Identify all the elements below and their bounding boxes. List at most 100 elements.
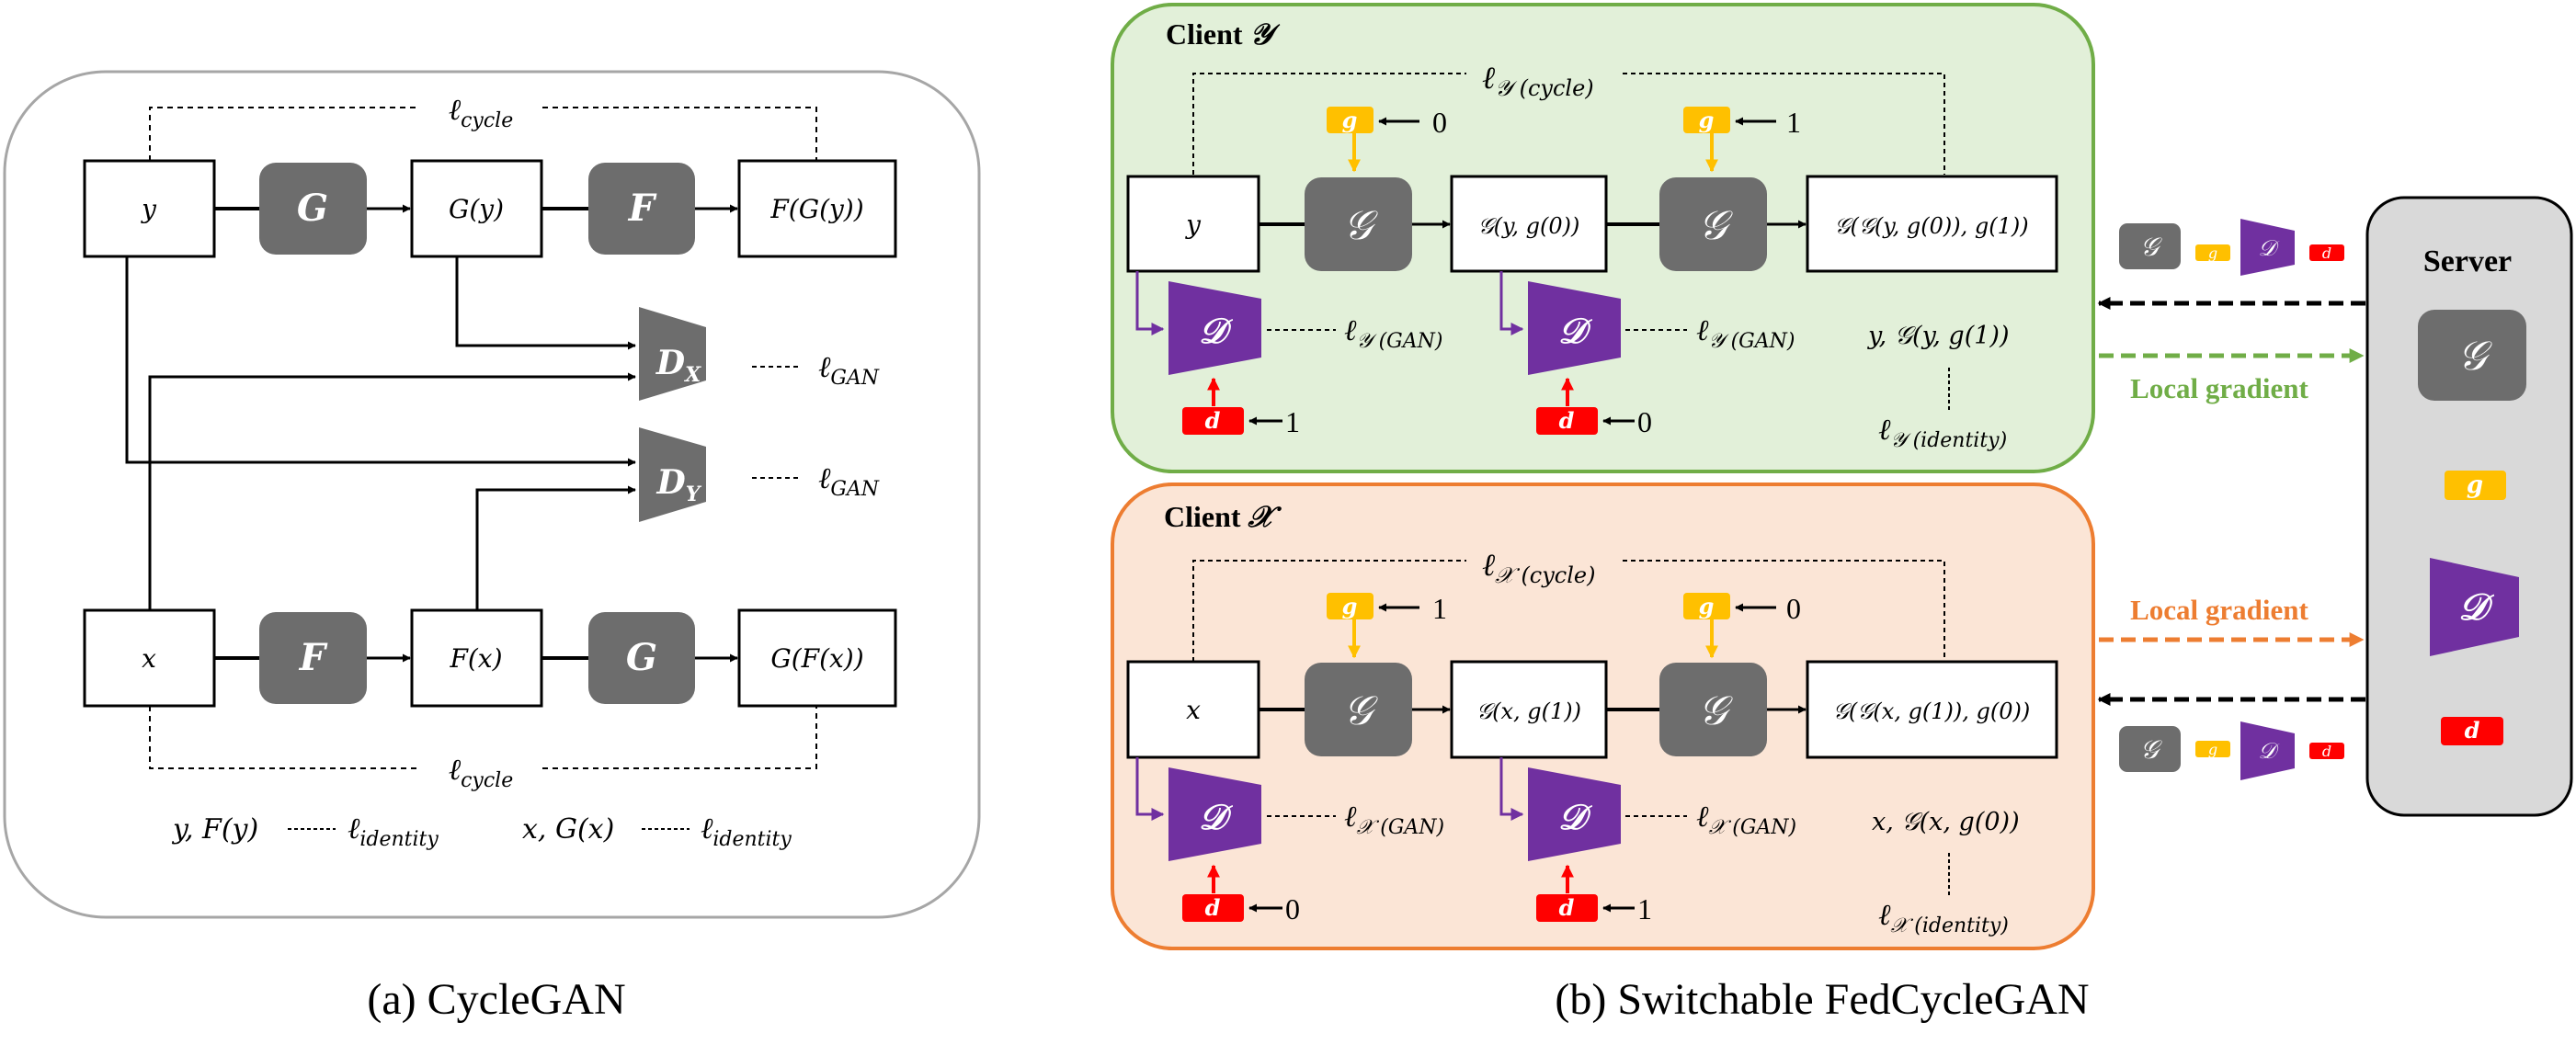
generator-G-bottom-label: G (626, 636, 657, 679)
edge-Fx-DY (475, 485, 636, 610)
discriminator-DY-label: DY (656, 463, 702, 506)
identity-y-loss: ℓidentity (348, 811, 439, 851)
client-x-d-value-2: 1 (1637, 892, 1652, 925)
client-x-g-token-2-label: g (1699, 593, 1715, 619)
caption-a: (a) CycleGAN (367, 975, 625, 1024)
client-x-gan-loss-2: ℓ𝒳 (GAN) (1696, 799, 1796, 839)
bundle-top-g-label: g (2208, 244, 2217, 262)
server-disc (2430, 558, 2519, 656)
caption-b: (b) Switchable FedCycleGAN (1555, 975, 2089, 1024)
client-x-d-token-1 (1182, 894, 1244, 922)
generator-F-top-label: F (628, 187, 657, 230)
bundle-top-g (2195, 244, 2230, 261)
cycle-loss-line-bottom (149, 706, 817, 769)
client-y-g-value-1: 0 (1432, 106, 1447, 139)
client-x-d-token-2-label: d (1559, 894, 1575, 921)
local-gradient-top: Local gradient (2130, 372, 2308, 404)
client-x-node-mid (1450, 660, 1608, 759)
client-y-gen-2 (1659, 177, 1767, 271)
node-y-label: y (140, 194, 157, 224)
bundle-bottom-g-label: g (2208, 741, 2217, 758)
cycle-loss-top: ℓcycle (449, 92, 513, 132)
client-y: Client 𝒴 ℓ𝒴 (cycle) g 0 g 1 y 𝒢 𝒢(y, g(0… (1111, 3, 2095, 473)
client-x-node-input-label: x (1186, 695, 1201, 725)
client-y-gan-loss-2: ℓ𝒴 (GAN) (1696, 312, 1795, 353)
client-x-gen-1 (1305, 663, 1412, 756)
bundle-top-d (2309, 244, 2344, 261)
generator-F-bottom (259, 612, 367, 704)
client-x-node-out (1806, 660, 2058, 759)
client-x-disc-2 (1528, 767, 1621, 861)
node-Gy-label: G(y) (449, 194, 504, 224)
edge-x-DX (148, 372, 636, 610)
client-y-g-token-2-label: g (1699, 107, 1715, 133)
client-x-identity-pair: x, 𝒢(x, g(0)) (1872, 808, 2020, 836)
client-x-g-value-1: 1 (1432, 592, 1447, 625)
bundle-bottom-gen (2119, 726, 2181, 772)
server-gen (2418, 310, 2526, 401)
client-x-d-value-1: 0 (1285, 892, 1300, 925)
identity-x-loss: ℓidentity (701, 811, 792, 851)
client-x-node-input (1126, 660, 1260, 759)
node-GFx-label: G(F(x)) (770, 643, 863, 674)
client-y-d-value-1: 1 (1285, 405, 1300, 438)
client-y-node-out (1806, 175, 2058, 273)
client-y-d-token-2 (1536, 407, 1598, 435)
model-bundle-top: 𝒢 g 𝒟 d (2119, 219, 2344, 276)
discriminator-DY (639, 427, 706, 522)
node-x-label: x (142, 643, 156, 674)
client-x-title: Client 𝒳 (1164, 499, 1282, 534)
node-x (83, 608, 216, 708)
panel-cyclegan: ℓcycle y G G(y) F F(G(y)) DX ℓGAN DY ℓGA… (3, 70, 981, 1024)
client-y-node-input (1126, 175, 1260, 273)
client-y-d-value-2: 0 (1637, 405, 1652, 438)
client-y-cycle-loss: ℓ𝒴 (cycle) (1482, 60, 1594, 101)
client-x-g-token-1 (1327, 593, 1373, 619)
discriminator-DX (639, 307, 706, 401)
bundle-bottom-g (2195, 741, 2230, 757)
client-x-gen-2 (1659, 663, 1767, 756)
client-y-node-input-label: y (1184, 210, 1202, 240)
server-g-token (2445, 471, 2506, 500)
generator-G-top-label: G (297, 187, 328, 230)
cycle-loss-bottom: ℓcycle (449, 752, 513, 792)
client-x-node-mid-label: 𝒢(x, g(1)) (1476, 698, 1581, 724)
client-y-d-token-1 (1182, 407, 1244, 435)
client-y-cycle-line (1192, 73, 1945, 175)
panel-fedcyclegan: Client 𝒴 ℓ𝒴 (cycle) g 0 g 1 y 𝒢 𝒢(y, g(0… (1111, 3, 2573, 1024)
discriminator-DX-label: DX (655, 344, 701, 387)
model-bundle-bottom: 𝒢 g 𝒟 d (2119, 721, 2344, 780)
client-x-cycle-line (1192, 560, 1945, 662)
client-y-g-token-1-label: g (1342, 107, 1358, 133)
server-d-token (2441, 717, 2503, 745)
dx-gan-loss: ℓGAN (818, 349, 880, 390)
generator-G-bottom (588, 612, 695, 704)
server-g-token-label: g (2467, 471, 2483, 499)
client-y-g-value-2: 1 (1786, 106, 1801, 139)
bundle-bottom-disc (2240, 721, 2295, 780)
client-y-node-out-label: 𝒢(𝒢(y, g(0)), g(1)) (1834, 213, 2028, 239)
generator-F-bottom-label: F (299, 636, 328, 679)
cycle-loss-line-top (149, 107, 817, 161)
cyclegan-frame (3, 70, 981, 919)
identity-x-pair: x, G(x) (522, 813, 614, 846)
client-y-d-token-2-label: d (1559, 407, 1575, 434)
generator-G-top (259, 163, 367, 255)
bundle-top-d-label: d (2322, 244, 2331, 262)
client-x-node-out-label: 𝒢(𝒢(x, g(1)), g(0)) (1833, 698, 2030, 724)
client-y-gan-loss-1: ℓ𝒴 (GAN) (1344, 312, 1442, 353)
client-x-gan-loss-1: ℓ𝒳 (GAN) (1344, 799, 1444, 839)
client-x-g-token-2 (1683, 593, 1730, 619)
client-y-disc-feed-1 (1135, 271, 1165, 335)
client-y-d-token-1-label: d (1205, 407, 1221, 434)
client-x-disc-feed-2 (1499, 757, 1524, 821)
dy-gan-loss: ℓGAN (818, 460, 880, 501)
client-x-g-value-2: 0 (1786, 592, 1801, 625)
client-x-d-token-2 (1536, 894, 1598, 922)
client-x-g-token-1-label: g (1342, 593, 1358, 619)
generator-F-top (588, 163, 695, 255)
client-y-disc-2 (1528, 281, 1621, 375)
server-title: Server (2423, 244, 2512, 278)
client-x-d-token-1-label: d (1205, 894, 1221, 921)
